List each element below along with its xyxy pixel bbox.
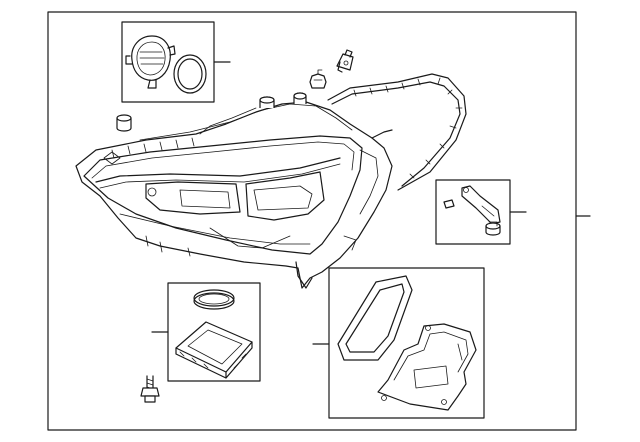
mounting-bolt[interactable] bbox=[140, 375, 160, 403]
retainer-clip[interactable] bbox=[309, 69, 327, 89]
headlamp-assembly[interactable] bbox=[75, 92, 393, 289]
bulb-cover-kit[interactable] bbox=[121, 21, 231, 103]
lens-gasket-kit[interactable] bbox=[312, 267, 485, 419]
socket-connector[interactable] bbox=[336, 49, 354, 73]
control-module-body bbox=[175, 321, 253, 379]
control-module-seal bbox=[193, 289, 235, 310]
control-module-kit[interactable] bbox=[151, 282, 261, 382]
bulb-cover-cap bbox=[125, 35, 176, 89]
bulb-cover-box bbox=[121, 21, 215, 103]
shield-bracket bbox=[377, 323, 477, 411]
diagram-frame bbox=[47, 11, 577, 431]
bulb-cover-seal bbox=[173, 54, 207, 94]
repair-bracket-kit[interactable] bbox=[435, 179, 527, 245]
rubber-grommet[interactable] bbox=[116, 114, 132, 132]
lens-gasket bbox=[337, 275, 413, 361]
lens-gasket-box bbox=[328, 267, 485, 419]
mounting-bracket-seal[interactable] bbox=[327, 73, 467, 191]
